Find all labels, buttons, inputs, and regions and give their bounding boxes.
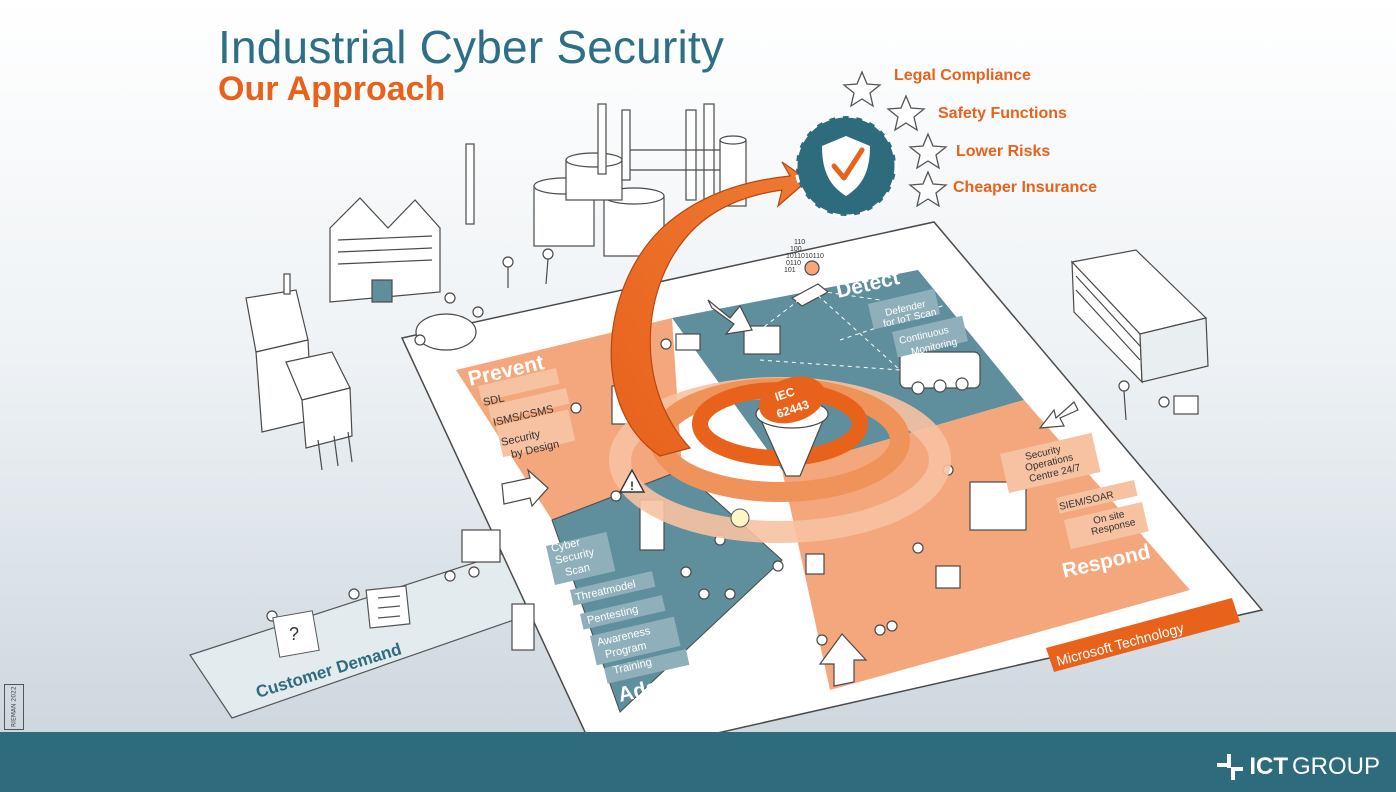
ict-cross-icon [1217, 754, 1244, 780]
binary-line-4: 0110 [786, 260, 801, 267]
data-center [1070, 249, 1209, 384]
detection-equipment [743, 260, 981, 395]
page-subtitle: Our Approach [218, 70, 446, 108]
binary-line-1: 110 [794, 239, 805, 246]
svg-text:!: ! [630, 479, 634, 493]
benefit-stars [842, 70, 948, 208]
iec-badge-line1: IEC [773, 384, 797, 404]
ict-group-logo: ICT GROUP [1215, 752, 1380, 782]
benefit-lower-risks: Lower Risks [956, 143, 1051, 160]
adapt-items: Cyber Security Scan Threatmodel Pentesti… [546, 532, 690, 684]
binary-line-2: 100 [790, 246, 802, 253]
binary-line-3: 1011010110 [786, 253, 824, 260]
incoming-arrows [501, 299, 1079, 687]
binary-line-5: 101 [784, 267, 796, 274]
benefit-legal-compliance: Legal Compliance [894, 67, 1031, 84]
footer-bar [0, 732, 1396, 792]
adapt-item-scan: Scan [564, 562, 591, 579]
svg-text:?: ? [289, 624, 299, 644]
logo-ict-text: ICT [1249, 753, 1288, 780]
artist-stamp: RIEMAN 2022 [4, 684, 24, 730]
spiral-arrow [610, 161, 809, 457]
benefit-safety-functions: Safety Functions [938, 105, 1067, 122]
star-icon [908, 170, 948, 208]
control-cabinets [245, 273, 353, 471]
benefit-cheaper-insurance: Cheaper Insurance [953, 179, 1098, 196]
checklist-icon [365, 585, 411, 629]
page-title: Industrial Cyber Security [218, 21, 725, 73]
approach-diagram: 110 100 1011010110 0110 101 IEC 62443 [189, 70, 1264, 732]
factory-building [329, 143, 475, 303]
people-sketches [266, 248, 1199, 651]
binary-text: 110 100 1011010110 0110 101 [784, 239, 824, 274]
lightbulb-icon [730, 508, 750, 528]
star-icon [842, 70, 882, 108]
refinery-tanks [533, 103, 747, 257]
respond-items: Security Operations Centre 24/7 SIEM/SOA… [1000, 432, 1149, 550]
question-icon: ? [272, 610, 320, 658]
warning-icon: ! [618, 468, 646, 493]
shield-check-icon [794, 114, 898, 218]
iec-badge: IEC 62443 [755, 376, 829, 477]
logo-group-text: GROUP [1291, 753, 1380, 780]
star-icon [908, 132, 948, 170]
star-icon [886, 94, 926, 132]
